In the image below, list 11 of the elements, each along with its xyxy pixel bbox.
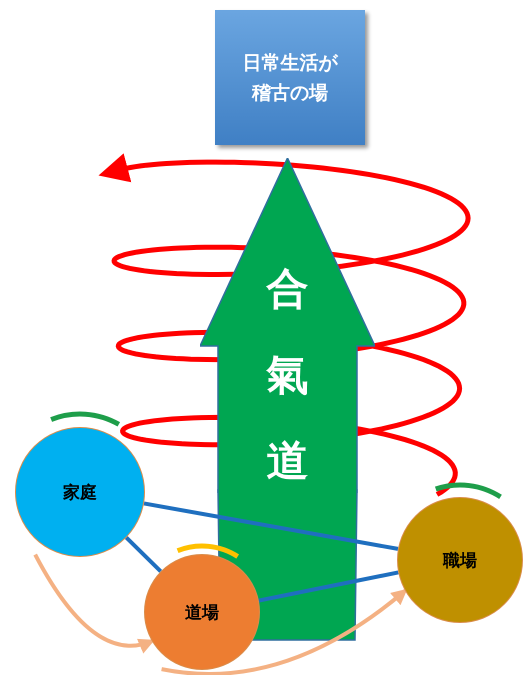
title-box	[215, 10, 365, 145]
curved-arrow	[161, 588, 408, 675]
curved-arrow	[33, 554, 155, 653]
node-label: 家庭	[63, 482, 97, 504]
connector-line	[144, 501, 398, 551]
connector-line	[258, 570, 399, 602]
node-label: 道場	[185, 602, 219, 624]
connector-line	[124, 536, 162, 573]
title-text: 日常生活が稽古の場	[242, 50, 338, 106]
vertical-text: 合氣道	[265, 263, 310, 487]
node-label: 職場	[443, 550, 477, 572]
